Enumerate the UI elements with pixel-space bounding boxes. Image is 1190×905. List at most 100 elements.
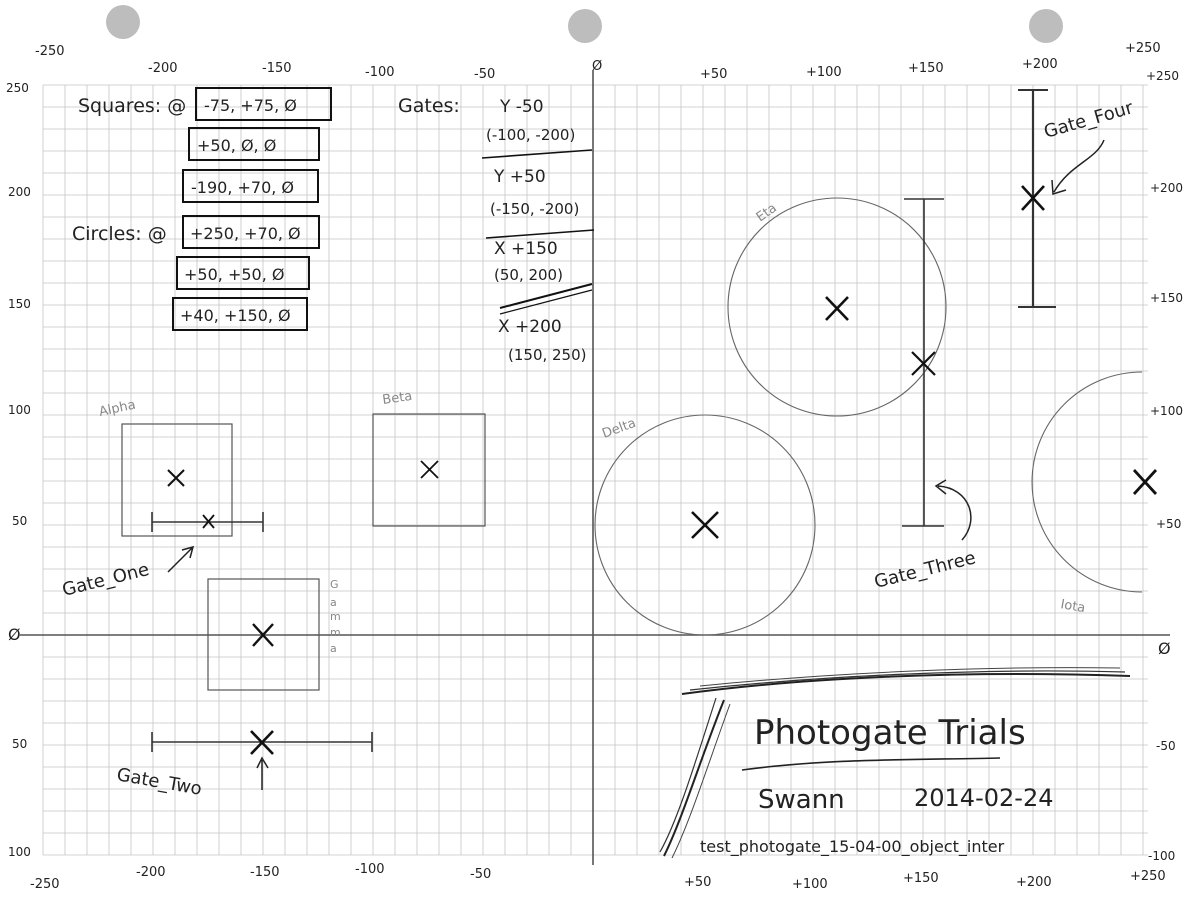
- top-axis-labels: -250 -200 -150 -100 -50 Ø +50 +100 +150 …: [35, 41, 1161, 82]
- gate-four-label: Gate_Four: [1042, 97, 1136, 143]
- circles-entry-3: +40, +150, Ø: [180, 306, 291, 325]
- left-label-zero: Ø: [8, 625, 21, 644]
- gates-divider-4: [500, 290, 592, 314]
- top-label-m250: -250: [35, 44, 65, 59]
- svg-text:m: m: [330, 610, 341, 623]
- bottom-label-p250: +250: [1130, 869, 1166, 884]
- circles-label: Circles: @: [72, 223, 167, 245]
- gate-three: Gate_Three: [872, 199, 978, 593]
- gate-1-range: (-100, -200): [486, 126, 575, 144]
- gate-three-arrow: [936, 480, 971, 540]
- square-beta-label: Beta: [381, 389, 413, 408]
- bottom-label-m200: -200: [136, 865, 166, 880]
- svg-text:a: a: [330, 596, 337, 609]
- right-axis-labels: +250 +200 +150 +100 +50 Ø -50 -100: [1146, 69, 1183, 863]
- gate-3-range: (50, 200): [494, 266, 563, 284]
- gate-2-range: (-150, -200): [490, 200, 579, 218]
- bottom-axis-labels: -250 -200 -150 -100 -50 +50 +100 +150 +2…: [30, 862, 1166, 892]
- squares-entry-3: -190, +70, Ø: [191, 178, 294, 197]
- title-block: Photogate Trials Swann 2014-02-24 test_p…: [660, 668, 1130, 858]
- circle-iota-center-mark: [1134, 470, 1156, 494]
- gate-3-axis: X +150: [494, 239, 558, 259]
- square-gamma-label: G a m m a: [330, 578, 341, 655]
- svg-text:G: G: [330, 578, 339, 591]
- top-label-p150: +150: [908, 61, 944, 76]
- bottom-label-m250: -250: [30, 877, 60, 892]
- gate-2-axis: Y +50: [493, 167, 546, 187]
- left-label-200: 200: [8, 185, 31, 199]
- squares-label: Squares: @: [78, 95, 186, 117]
- title-block-date: 2014-02-24: [914, 784, 1053, 812]
- top-label-m150: -150: [262, 61, 292, 76]
- title-block-title: Photogate Trials: [754, 713, 1026, 753]
- top-label-p50: +50: [700, 67, 727, 82]
- bottom-label-p200: +200: [1016, 875, 1052, 890]
- top-label-m50: -50: [474, 67, 495, 82]
- left-label-150: 150: [8, 297, 31, 311]
- squares-entry-1: -75, +75, Ø: [204, 96, 297, 115]
- binder-hole-left: [106, 5, 140, 39]
- square-gamma: G a m m a: [208, 578, 341, 690]
- title-block-author: Swann: [758, 785, 845, 815]
- gate-4-range: (150, 250): [508, 346, 587, 364]
- gates-divider-2: [486, 230, 594, 238]
- right-label-m50: -50: [1156, 739, 1176, 753]
- right-label-p50: +50: [1156, 517, 1181, 531]
- gates-label: Gates:: [398, 95, 460, 117]
- bottom-label-p150: +150: [903, 871, 939, 886]
- bottom-label-p100: +100: [792, 877, 828, 892]
- gate-two: Gate_Two: [115, 731, 372, 800]
- top-label-p100: +100: [806, 65, 842, 80]
- square-beta-center-mark: [421, 461, 438, 478]
- right-label-zero: Ø: [1158, 639, 1171, 658]
- square-beta: Beta: [373, 389, 485, 526]
- binder-hole-center: [568, 9, 602, 43]
- left-label-50: 50: [12, 514, 27, 528]
- circles-entry-1: +250, +70, Ø: [190, 224, 301, 243]
- top-label-p200: +200: [1022, 57, 1058, 72]
- right-label-p100: +100: [1150, 404, 1183, 418]
- right-label-p250: +250: [1146, 69, 1179, 83]
- top-label-zero: Ø: [592, 59, 602, 74]
- circle-delta-label: Delta: [600, 416, 638, 442]
- square-alpha: Alpha: [98, 398, 232, 536]
- left-label-m100: 100: [8, 845, 31, 859]
- gate-two-arrow: [257, 758, 268, 790]
- binder-hole-right: [1029, 9, 1063, 43]
- top-label-m200: -200: [148, 61, 178, 76]
- right-label-p200: +200: [1150, 181, 1183, 195]
- title-underline: [742, 758, 1000, 770]
- left-label-100: 100: [8, 403, 31, 417]
- gate-4-axis: X +200: [498, 317, 562, 337]
- right-label-m100: -100: [1148, 849, 1175, 863]
- circle-iota-outline: [1032, 372, 1142, 592]
- bottom-label-m50: -50: [470, 867, 491, 882]
- title-block-filename: test_photogate_15-04-00_object_inter: [700, 837, 1005, 857]
- top-label-p250: +250: [1125, 41, 1161, 56]
- circle-eta-label: Eta: [754, 201, 780, 225]
- gate-1-axis: Y -50: [499, 97, 544, 117]
- gates-divider-3: [500, 284, 592, 308]
- gate-three-label: Gate_Three: [872, 547, 978, 592]
- gate-two-label: Gate_Two: [115, 764, 203, 800]
- circle-iota: Iota: [1032, 372, 1156, 616]
- notes-squares: Squares: @ -75, +75, Ø +50, Ø, Ø -190, +…: [78, 88, 331, 202]
- left-label-m50: 50: [12, 737, 27, 751]
- square-alpha-center-mark: [168, 470, 184, 486]
- top-label-m100: -100: [365, 65, 395, 80]
- circle-eta: Eta: [728, 198, 946, 416]
- circle-eta-center-mark: [826, 297, 848, 320]
- gate-one-label: Gate_One: [60, 559, 151, 601]
- svg-text:m: m: [330, 626, 341, 639]
- left-axis-labels: 250 200 150 100 50 Ø 50 100: [6, 81, 31, 859]
- squares-entry-2: +50, Ø, Ø: [197, 136, 276, 155]
- svg-text:a: a: [330, 642, 337, 655]
- gate-four-arrow: [1052, 140, 1104, 194]
- bottom-label-m100: -100: [355, 862, 385, 877]
- notes-gates: Gates: Y -50 (-100, -200) Y +50 (-150, -…: [398, 95, 594, 364]
- bottom-label-p50: +50: [684, 875, 711, 890]
- left-label-250: 250: [6, 81, 29, 95]
- gate-one-arrow: [168, 547, 193, 572]
- right-label-p150: +150: [1150, 291, 1183, 305]
- circles-entry-2: +50, +50, Ø: [184, 265, 284, 284]
